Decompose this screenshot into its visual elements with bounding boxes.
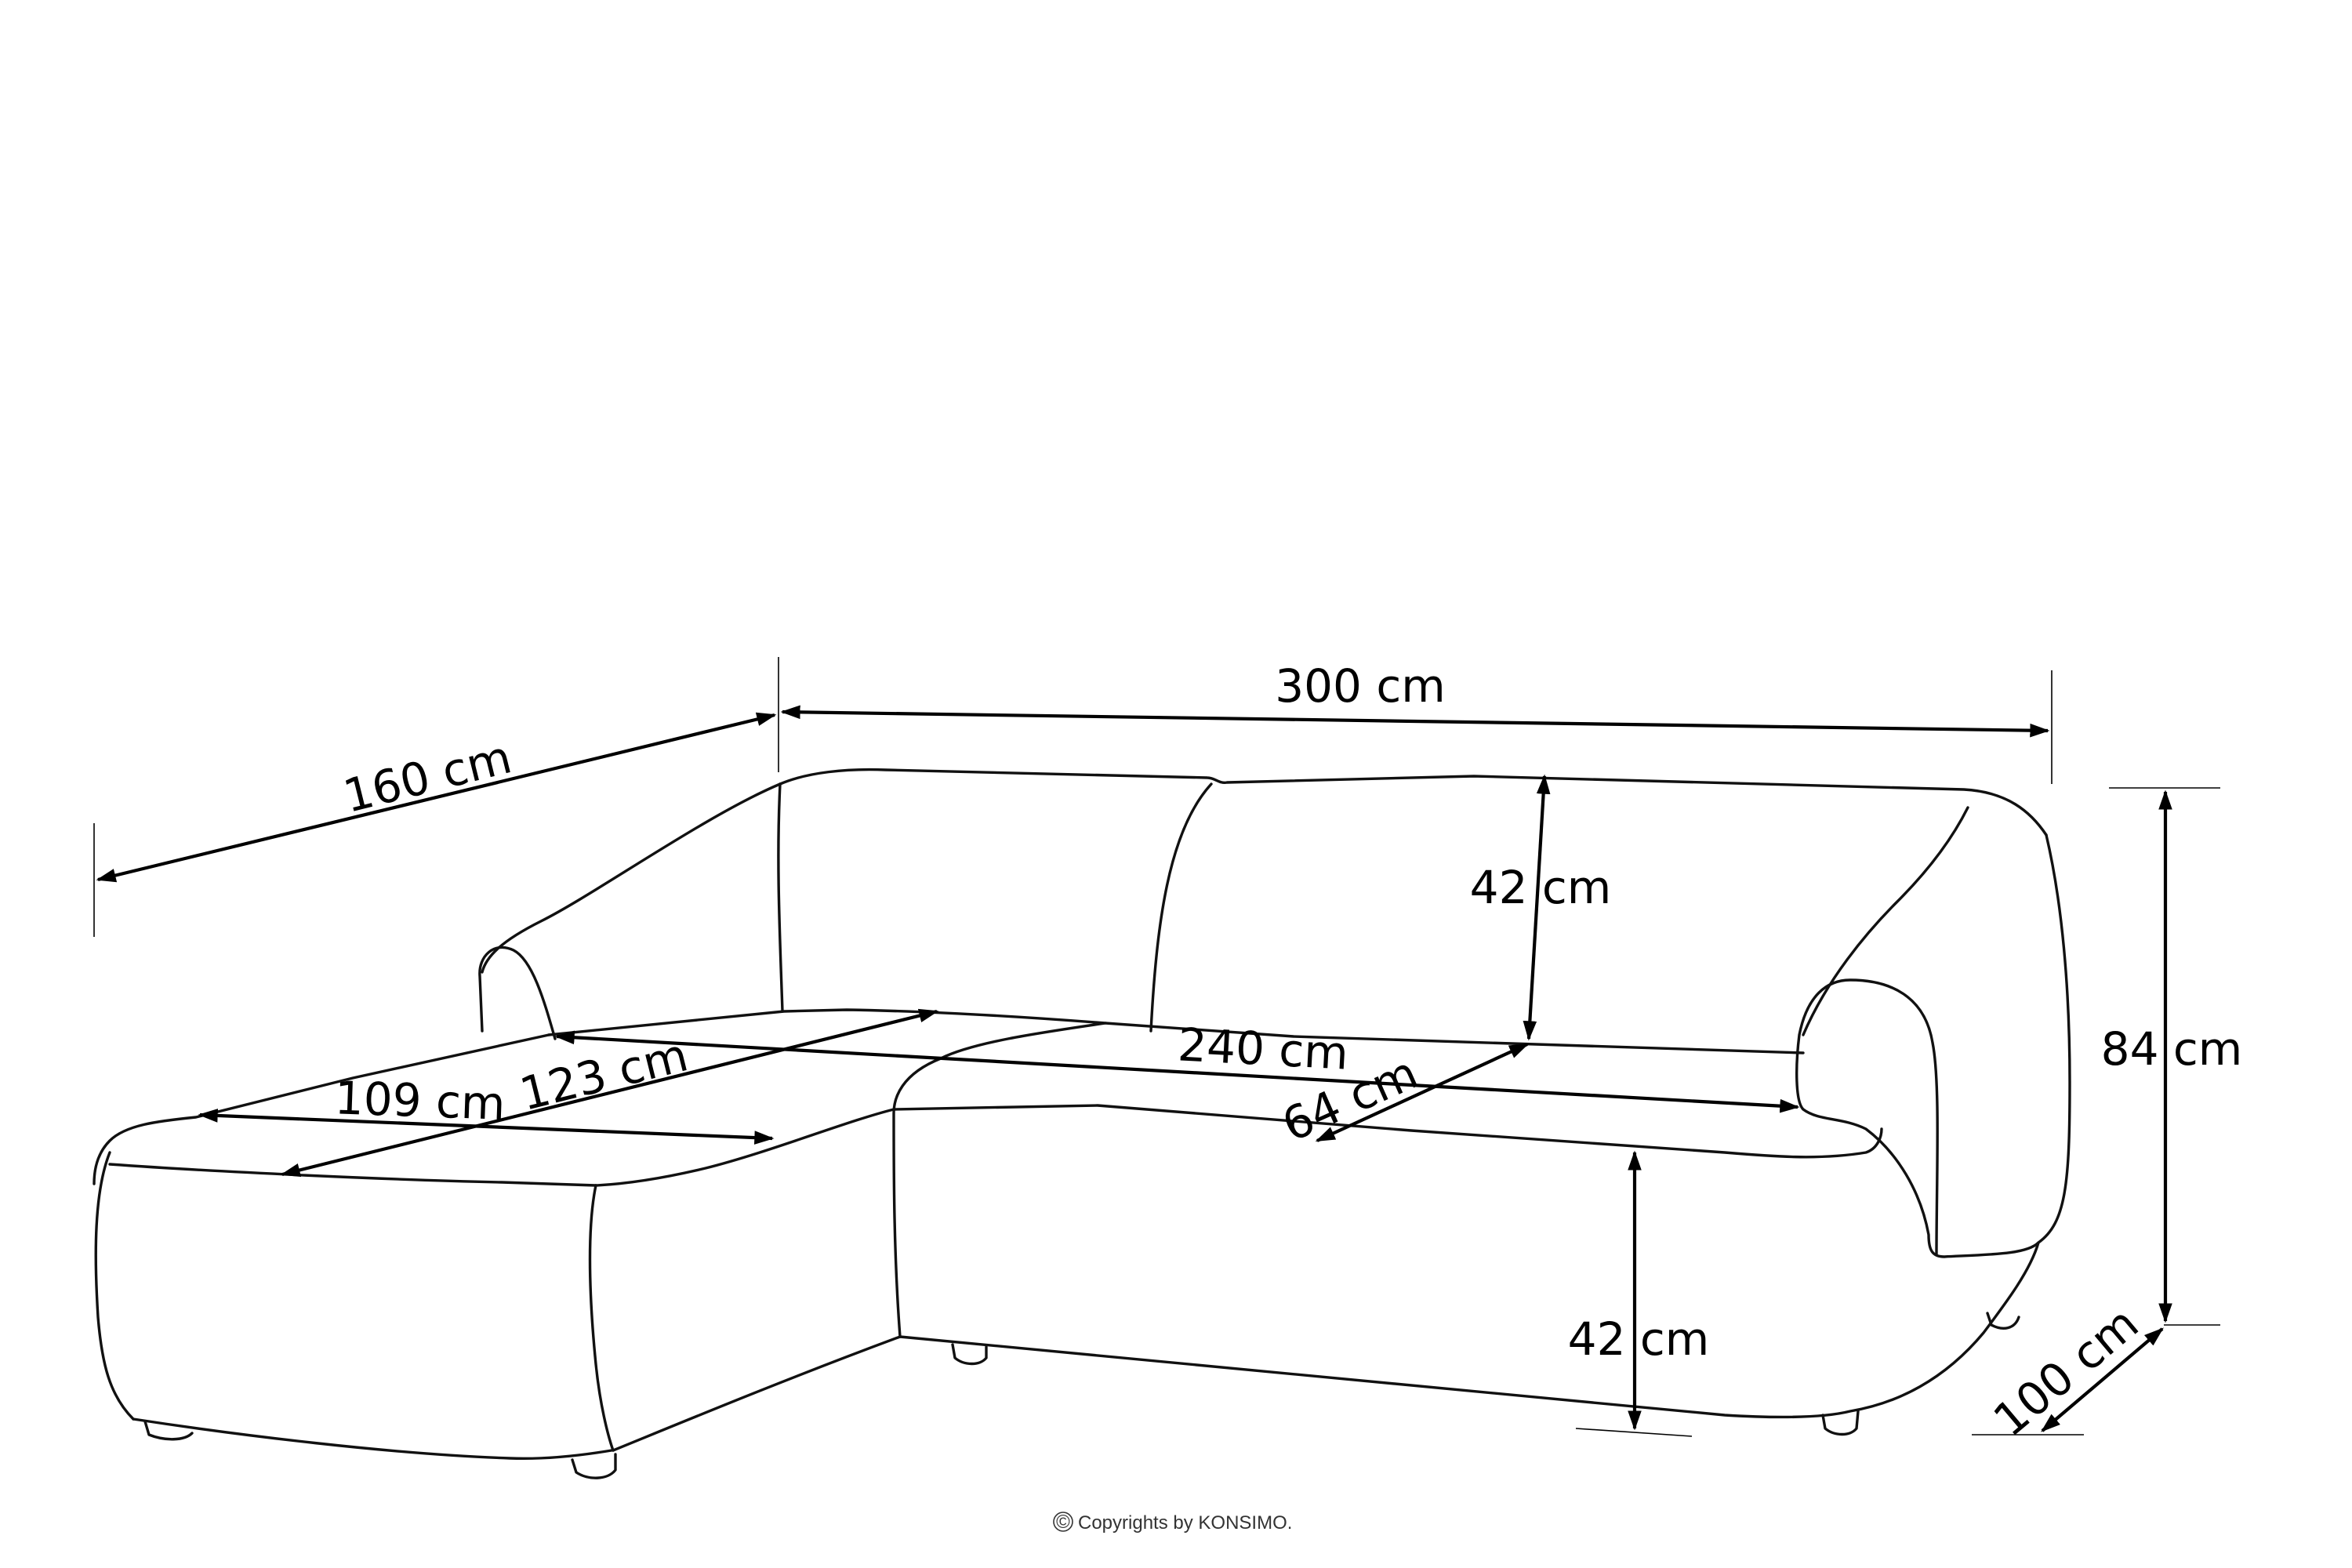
- label-160-cm: 160 cm: [338, 730, 517, 823]
- sofa-right-arm-inner: [1802, 806, 1969, 1036]
- sofa-left-armrest: [478, 946, 557, 1040]
- dimension-100: [2041, 1327, 2164, 1432]
- dimension-labels: 300 cm 160 cm 42 cm 240 cm 64 cm 109 cm …: [334, 659, 2243, 1447]
- dimension-lines: [93, 657, 2220, 1437]
- copyright-footer: © Copyrights by KONSIMO.: [1053, 1512, 1292, 1534]
- label-back-height-cm: 42 cm: [1470, 861, 1612, 914]
- sofa-chaise-base-join: [612, 1335, 902, 1452]
- sofa-foot-5: [1986, 1312, 2020, 1330]
- sofa-chaise-top-left: [93, 1033, 550, 1185]
- sofa-back-top: [779, 768, 2048, 837]
- dimension-64: [1315, 1043, 1530, 1142]
- label-123-cm: 123 cm: [514, 1028, 693, 1121]
- dimension-back-height: [1523, 774, 1551, 1041]
- sofa-chaise-top-right: [594, 1108, 895, 1187]
- sofa-foot-1: [143, 1420, 194, 1441]
- sofa-foot-2: [571, 1453, 617, 1479]
- sofa-right-base: [898, 1241, 2040, 1419]
- label-seat-height-cm: 42 cm: [1568, 1312, 1710, 1366]
- sofa-middle-cushion: [892, 1022, 1107, 1338]
- sofa-foot-3: [951, 1343, 988, 1366]
- label-300-cm: 300 cm: [1275, 659, 1446, 713]
- label-100-cm: 100 cm: [1984, 1297, 2148, 1447]
- dimension-123: [280, 1008, 939, 1178]
- copyright-text: Copyrights by KONSIMO.: [1078, 1512, 1292, 1534]
- sofa-chaise-bottom: [132, 1417, 613, 1461]
- label-240-cm: 240 cm: [1177, 1018, 1350, 1080]
- sofa-seat-front-edge: [892, 1104, 1883, 1159]
- label-84-cm: 84 cm: [2101, 1022, 2243, 1076]
- sofa-back-seam-middle: [1149, 782, 1213, 1033]
- copyright-circle: [1053, 1512, 1073, 1532]
- sofa-chaise-corner-seam: [588, 1184, 615, 1452]
- sofa-back-seam-left: [777, 782, 784, 1013]
- extension-seat-height-bottom: [1575, 1428, 1693, 1437]
- dimension-300: [780, 705, 2050, 738]
- sofa-chaise-left-side: [94, 1151, 135, 1421]
- sofa-foot-4: [1821, 1410, 1860, 1436]
- copyright-symbol: ©: [1056, 1512, 1070, 1533]
- dimension-160: [96, 712, 777, 883]
- sofa-back-left-slope: [481, 782, 782, 974]
- sofa-chaise-front-top: [108, 1163, 597, 1187]
- sofa-right-armrest: [1795, 833, 2071, 1258]
- label-109-cm: 109 cm: [334, 1071, 506, 1131]
